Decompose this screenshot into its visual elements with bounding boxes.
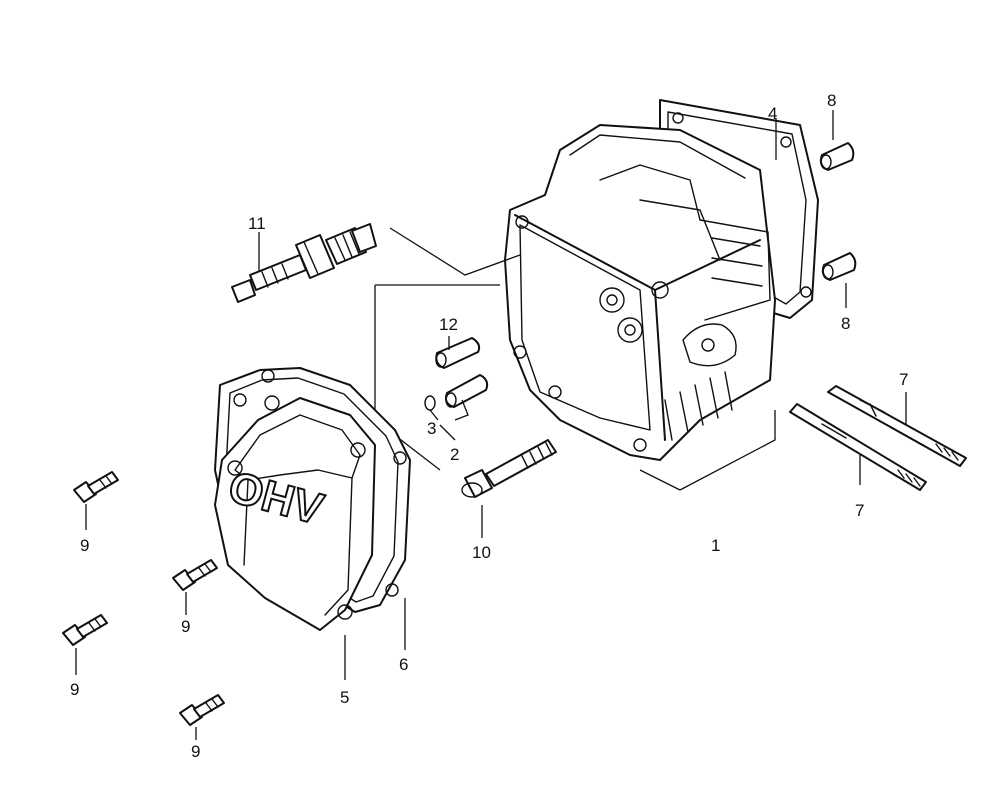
- dowel-pin-2: [444, 374, 489, 408]
- dowel-sleeve-8-bottom: [821, 252, 857, 281]
- callout-12: 12: [439, 315, 458, 334]
- cylinder-head: [504, 124, 776, 461]
- callout-9-a: 9: [80, 536, 89, 555]
- callout-7-upper: 7: [899, 370, 908, 389]
- callout-9-c: 9: [70, 680, 79, 699]
- stud-bolt-7-lower: [789, 403, 927, 491]
- valve-cover: [214, 395, 376, 631]
- callout-8-bottom: 8: [841, 314, 850, 333]
- callout-9-b: 9: [181, 617, 190, 636]
- callout-6: 6: [399, 655, 408, 674]
- callout-2: 2: [450, 445, 459, 464]
- callout-9-d: 9: [191, 742, 200, 761]
- bolt-9-d: [179, 694, 225, 726]
- stud-bolt-7-upper: [827, 385, 967, 467]
- callout-4: 4: [768, 104, 777, 123]
- bolt-9-a: [73, 471, 119, 503]
- spark-plug: [231, 223, 377, 303]
- callout-5: 5: [340, 688, 349, 707]
- dowel-pin-12: [435, 337, 481, 369]
- callout-7-lower: 7: [855, 501, 864, 520]
- o-ring-3: [424, 395, 436, 411]
- dowel-sleeve-8-top: [819, 142, 855, 171]
- callout-8-top: 8: [827, 91, 836, 110]
- callout-3: 3: [427, 419, 436, 438]
- callout-1: 1: [711, 536, 720, 555]
- flange-bolt-10: [461, 439, 557, 498]
- callout-11: 11: [248, 214, 266, 233]
- callout-10: 10: [472, 543, 491, 562]
- bolt-9-b: [172, 559, 218, 591]
- bolt-9-c: [62, 614, 108, 646]
